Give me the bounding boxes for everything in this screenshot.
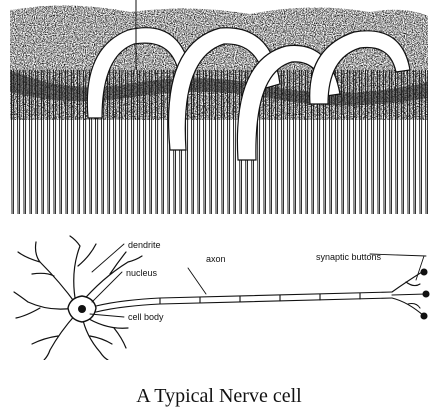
nucleus-shape bbox=[78, 305, 86, 313]
figure-caption: A Typical Nerve cell bbox=[0, 384, 438, 408]
cell-body-label: cell body bbox=[128, 312, 164, 322]
synaptic-buttons-label: synaptic buttons bbox=[316, 252, 381, 262]
axon-terminal bbox=[392, 269, 429, 319]
neural-tissue-illustration bbox=[10, 0, 428, 214]
axon-label: axon bbox=[206, 254, 226, 264]
axon-shape bbox=[96, 292, 392, 312]
dendrite-label: dendrite bbox=[128, 240, 161, 250]
nucleus-label: nucleus bbox=[126, 268, 157, 278]
